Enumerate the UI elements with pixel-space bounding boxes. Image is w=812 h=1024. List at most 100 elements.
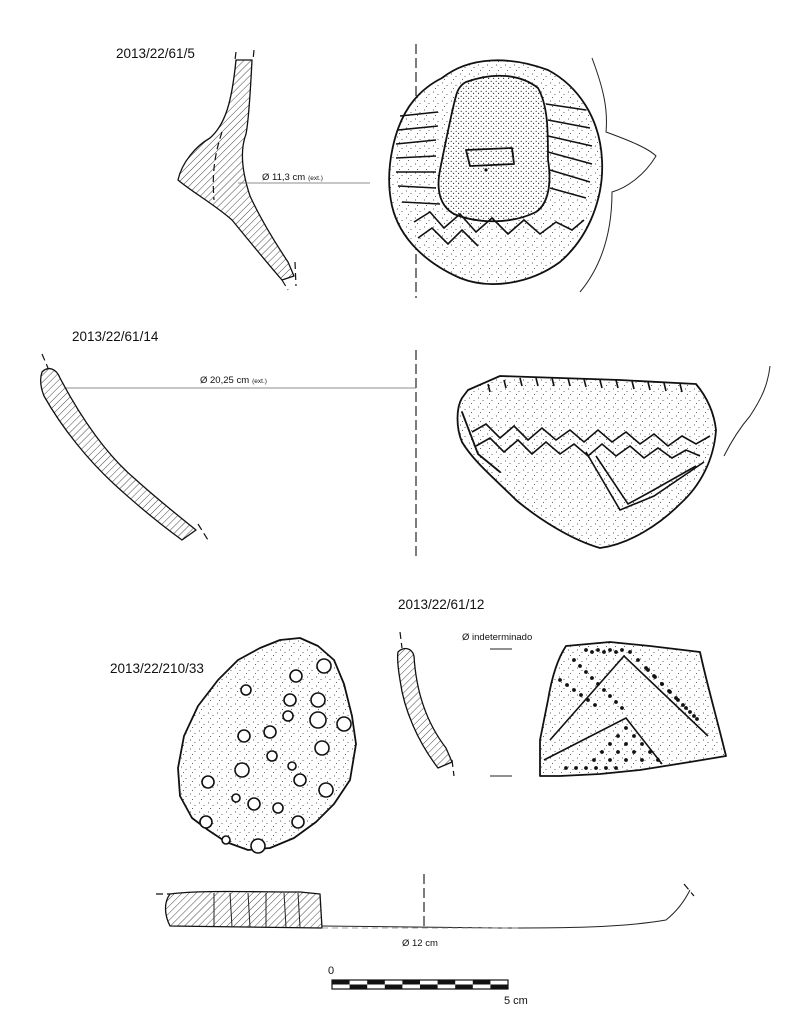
punctate-dot [592, 758, 596, 762]
chevron-outer-61-12 [549, 654, 709, 741]
punctate-dot [608, 694, 612, 698]
punctate-dot [596, 682, 600, 686]
punctate-dot [628, 650, 632, 654]
punctate-dot [624, 726, 628, 730]
punctate-dot [593, 703, 597, 707]
pit-mark [266, 750, 278, 762]
fragment-61-12: 2013/22/61/12 Ø indeterminado [396, 597, 727, 777]
punctate-dot [636, 658, 640, 662]
punctate-dot [614, 650, 618, 654]
specimen-label-61-12: 2013/22/61/12 [398, 597, 484, 612]
punctate-dot [578, 664, 582, 668]
diameter-label-61-14: Ø 20,25 cm(ext.) [200, 375, 267, 386]
zigzag-band-61-5 [413, 210, 585, 236]
punctate-dot [584, 648, 588, 652]
punctate-dot [632, 734, 636, 738]
reconstruction-outline-61-14 [723, 365, 771, 457]
pit-mark [287, 761, 297, 771]
punctate-dot [640, 742, 644, 746]
scale-bar-end-label: 5 cm [504, 995, 528, 1007]
pit-mark [247, 797, 261, 811]
exterior-view-61-12 [539, 641, 727, 777]
punctate-dot [596, 648, 600, 652]
punctate-dot [574, 766, 578, 770]
diameter-label-61-12: Ø indeterminado [462, 632, 532, 643]
punctate-dot [608, 648, 612, 652]
profile-section-61-12 [396, 631, 455, 777]
punctate-dot [590, 650, 594, 654]
punctate-dot [602, 688, 606, 692]
grooves-left-61-5 [395, 111, 441, 205]
scale-bar: 0 5 cm [328, 965, 528, 1007]
punctate-dot [558, 678, 562, 682]
pit-mark [250, 838, 266, 854]
exterior-view-61-5 [388, 57, 657, 293]
punctate-dot [653, 675, 657, 679]
pit-mark [263, 725, 277, 739]
pit-mark [240, 684, 252, 696]
pit-mark [234, 762, 250, 778]
punctate-dot [564, 766, 568, 770]
punctate-dot [616, 750, 620, 754]
punctate-dot [684, 706, 688, 710]
punctate-dot [624, 742, 628, 746]
pit-mark [199, 815, 213, 829]
pit-mark [201, 775, 215, 789]
punctate-dot [579, 693, 583, 697]
punctate-dot [594, 766, 598, 770]
diameter-label-210-33: Ø 12 cm [402, 938, 438, 949]
punctate-dot [584, 670, 588, 674]
punctate-dot [640, 758, 644, 762]
pit-mark [282, 710, 294, 722]
punctate-dot [620, 648, 624, 652]
base-profile-210-33: Ø 12 cm [156, 874, 695, 949]
punctate-dot [616, 734, 620, 738]
pit-mark [310, 692, 326, 708]
pit-mark [221, 835, 231, 845]
profile-section-61-5 [177, 49, 297, 291]
zigzag-band-61-14 [471, 423, 711, 448]
punctate-dot [608, 758, 612, 762]
scale-bar-start-label: 0 [328, 965, 334, 977]
punctate-dot [602, 650, 606, 654]
punctate-dot [646, 668, 650, 672]
specimen-label-61-14: 2013/22/61/14 [72, 329, 159, 344]
punctate-dot [688, 710, 692, 714]
punctate-dot [586, 698, 590, 702]
specimen-label-210-33: 2013/22/210/33 [110, 661, 204, 676]
fragment-61-14: 2013/22/61/14 Ø 20,25 cm(ext.) [40, 329, 771, 556]
pit-mark [237, 729, 251, 743]
pit-mark [289, 669, 303, 683]
punctate-dot [590, 676, 594, 680]
pit-mark [314, 740, 330, 756]
chevron-61-14 [585, 451, 705, 512]
punctate-dot [565, 683, 569, 687]
punctate-dot [614, 700, 618, 704]
punctate-dot [624, 758, 628, 762]
punctate-dot [614, 766, 618, 770]
pit-mark [316, 658, 332, 674]
punctate-dot [692, 714, 696, 718]
punctate-dot [674, 696, 678, 700]
punctate-dot [632, 750, 636, 754]
punctate-dot [667, 689, 671, 693]
pit-mark [283, 693, 297, 707]
punctate-dot [584, 766, 588, 770]
impressed-pits-210-33 [199, 658, 352, 854]
diameter-label-61-5: Ø 11,3 cm(ext.) [262, 172, 323, 183]
scale-bar-segments [332, 980, 508, 989]
punctate-dot [600, 750, 604, 754]
chevron-inner-61-12 [543, 716, 663, 765]
punctate-dot [604, 766, 608, 770]
punctate-dot [608, 742, 612, 746]
punctate-dot [620, 706, 624, 710]
pit-mark [231, 793, 241, 803]
exterior-view-61-14 [456, 365, 771, 549]
fragment-210-33: 2013/22/210/33 Ø 12 cm [110, 637, 695, 949]
punctate-dot [681, 703, 685, 707]
pit-mark [291, 815, 305, 829]
profile-section-61-14 [40, 353, 209, 541]
punctate-dots-61-12 [558, 648, 699, 770]
punctate-dot [660, 682, 664, 686]
grooves-right-61-5 [545, 103, 593, 199]
